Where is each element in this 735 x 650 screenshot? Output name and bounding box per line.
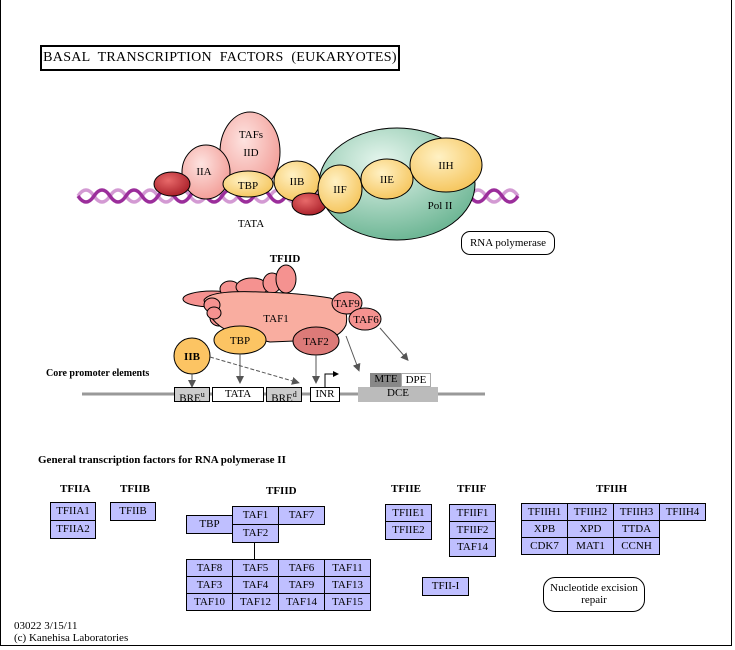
iih-shape bbox=[409, 137, 483, 193]
bre-u-text: BRE bbox=[179, 392, 201, 405]
gene-taf2[interactable]: TAF2 bbox=[232, 524, 279, 543]
gtf-heading: General transcription factors for RNA po… bbox=[38, 454, 286, 466]
gene-tfiih4[interactable]: TFIIH4 bbox=[659, 503, 706, 521]
pol2-label: Pol II bbox=[428, 200, 453, 212]
gene-tfiih1[interactable]: TFIIH1 bbox=[521, 503, 568, 521]
iib-label: IIB bbox=[290, 176, 305, 188]
tbp-detail-label: TBP bbox=[230, 335, 250, 347]
gene-tfii-i[interactable]: TFII-I bbox=[422, 577, 469, 596]
gene-tfiib[interactable]: TFIIB bbox=[110, 502, 156, 521]
iih-label: IIH bbox=[438, 160, 453, 172]
element-inr: INR bbox=[310, 387, 340, 402]
gene-xpd[interactable]: XPD bbox=[567, 520, 614, 538]
gene-tfiif2[interactable]: TFIIF2 bbox=[449, 521, 496, 540]
tafs-label: TAFs bbox=[239, 129, 263, 141]
gene-tfiia1[interactable]: TFIIA1 bbox=[50, 502, 96, 521]
tfiid-subunit-cluster-front bbox=[203, 297, 222, 320]
tfiih-title: TFIIH bbox=[596, 483, 628, 495]
iie-label: IIE bbox=[380, 174, 394, 186]
tfiid-detail-heading: TFIID bbox=[270, 253, 301, 265]
gene-taf13[interactable]: TAF13 bbox=[324, 576, 371, 594]
gene-taf7[interactable]: TAF7 bbox=[278, 506, 325, 525]
bre-u-sup: u bbox=[200, 390, 205, 399]
iib-detail-label: IIB bbox=[184, 351, 201, 363]
gene-taf14[interactable]: TAF14 bbox=[278, 593, 325, 611]
tfiif-title: TFIIF bbox=[457, 483, 487, 495]
taf6-shape bbox=[348, 307, 382, 331]
iia-shape bbox=[181, 144, 231, 200]
nucleotide-excision-repair-map-link[interactable]: Nucleotide excision repair bbox=[543, 577, 645, 612]
taf1-label: TAF1 bbox=[263, 313, 288, 325]
tfiia-title: TFIIA bbox=[60, 483, 91, 495]
iid-label: IID bbox=[243, 147, 258, 159]
gene-taf6[interactable]: TAF6 bbox=[278, 559, 325, 577]
element-tata: TATA bbox=[212, 387, 264, 402]
tfiid-connector-line bbox=[254, 542, 255, 560]
iif-label: IIF bbox=[333, 184, 346, 196]
copyright: (c) Kanehisa Laboratories bbox=[14, 632, 129, 644]
gene-taf14-tfiif[interactable]: TAF14 bbox=[449, 538, 496, 557]
bre-d-text: BRE bbox=[271, 392, 293, 405]
core-promoter-label: Core promoter elements bbox=[46, 368, 149, 379]
tfiib-title: TFIIB bbox=[120, 483, 150, 495]
gene-ttda[interactable]: TTDA bbox=[613, 520, 660, 538]
tbp-shape bbox=[222, 170, 274, 198]
taf2-label: TAF2 bbox=[303, 336, 328, 348]
gene-taf12[interactable]: TAF12 bbox=[232, 593, 279, 611]
gene-xpb[interactable]: XPB bbox=[521, 520, 568, 538]
bre-d-sup: d bbox=[292, 390, 297, 399]
gene-tfiia2[interactable]: TFIIA2 bbox=[50, 520, 96, 539]
gene-taf5[interactable]: TAF5 bbox=[232, 559, 279, 577]
gene-taf3[interactable]: TAF3 bbox=[186, 576, 233, 594]
transcription-start-arrowhead bbox=[333, 371, 339, 377]
taf9-label: TAF9 bbox=[334, 298, 360, 310]
element-dpe: DPE bbox=[401, 373, 431, 387]
map-id-date: 03022 3/15/11 bbox=[14, 620, 78, 632]
gene-taf9[interactable]: TAF9 bbox=[278, 576, 325, 594]
gene-taf8[interactable]: TAF8 bbox=[186, 559, 233, 577]
gene-tbp[interactable]: TBP bbox=[186, 515, 233, 534]
tfiid-title: TFIID bbox=[266, 485, 297, 497]
tbp-label: TBP bbox=[238, 180, 258, 192]
gene-tfiie2[interactable]: TFIIE2 bbox=[385, 521, 432, 540]
iie-shape bbox=[360, 158, 414, 200]
gene-cdk7[interactable]: CDK7 bbox=[521, 537, 568, 555]
element-bre-u: BREu bbox=[174, 387, 210, 405]
gene-tfiih2[interactable]: TFIIH2 bbox=[567, 503, 614, 521]
gene-taf15[interactable]: TAF15 bbox=[324, 593, 371, 611]
iif-shape bbox=[317, 164, 363, 214]
gene-mat1[interactable]: MAT1 bbox=[567, 537, 614, 555]
tfiie-title: TFIIE bbox=[391, 483, 421, 495]
gene-taf11[interactable]: TAF11 bbox=[324, 559, 371, 577]
gene-tfiih3[interactable]: TFIIH3 bbox=[613, 503, 660, 521]
tata-label: TATA bbox=[238, 218, 264, 230]
element-mte: MTE bbox=[370, 373, 402, 387]
taf6-label: TAF6 bbox=[353, 314, 379, 326]
gene-ccnh[interactable]: CCNH bbox=[613, 537, 660, 555]
element-bre-d: BREd bbox=[266, 387, 302, 405]
rna-polymerase-map-link[interactable]: RNA polymerase bbox=[461, 231, 555, 255]
red-factor-left bbox=[153, 171, 191, 197]
transcription-start-arrow bbox=[324, 373, 333, 387]
element-dce: DCE bbox=[358, 387, 438, 402]
taf9-shape bbox=[331, 291, 363, 315]
iia-label: IIA bbox=[196, 166, 211, 178]
dna-helix-right bbox=[468, 188, 520, 204]
diagram-title: BASAL TRANSCRIPTION FACTORS (EUKARYOTES) bbox=[40, 45, 400, 71]
gene-taf10[interactable]: TAF10 bbox=[186, 593, 233, 611]
gene-taf1[interactable]: TAF1 bbox=[232, 506, 279, 525]
complex-illustration: TAFs IID IIA TBP IIB IIF IIE IIH Pol II … bbox=[46, 111, 520, 396]
gene-taf4[interactable]: TAF4 bbox=[232, 576, 279, 594]
binding-arrows bbox=[188, 327, 409, 388]
